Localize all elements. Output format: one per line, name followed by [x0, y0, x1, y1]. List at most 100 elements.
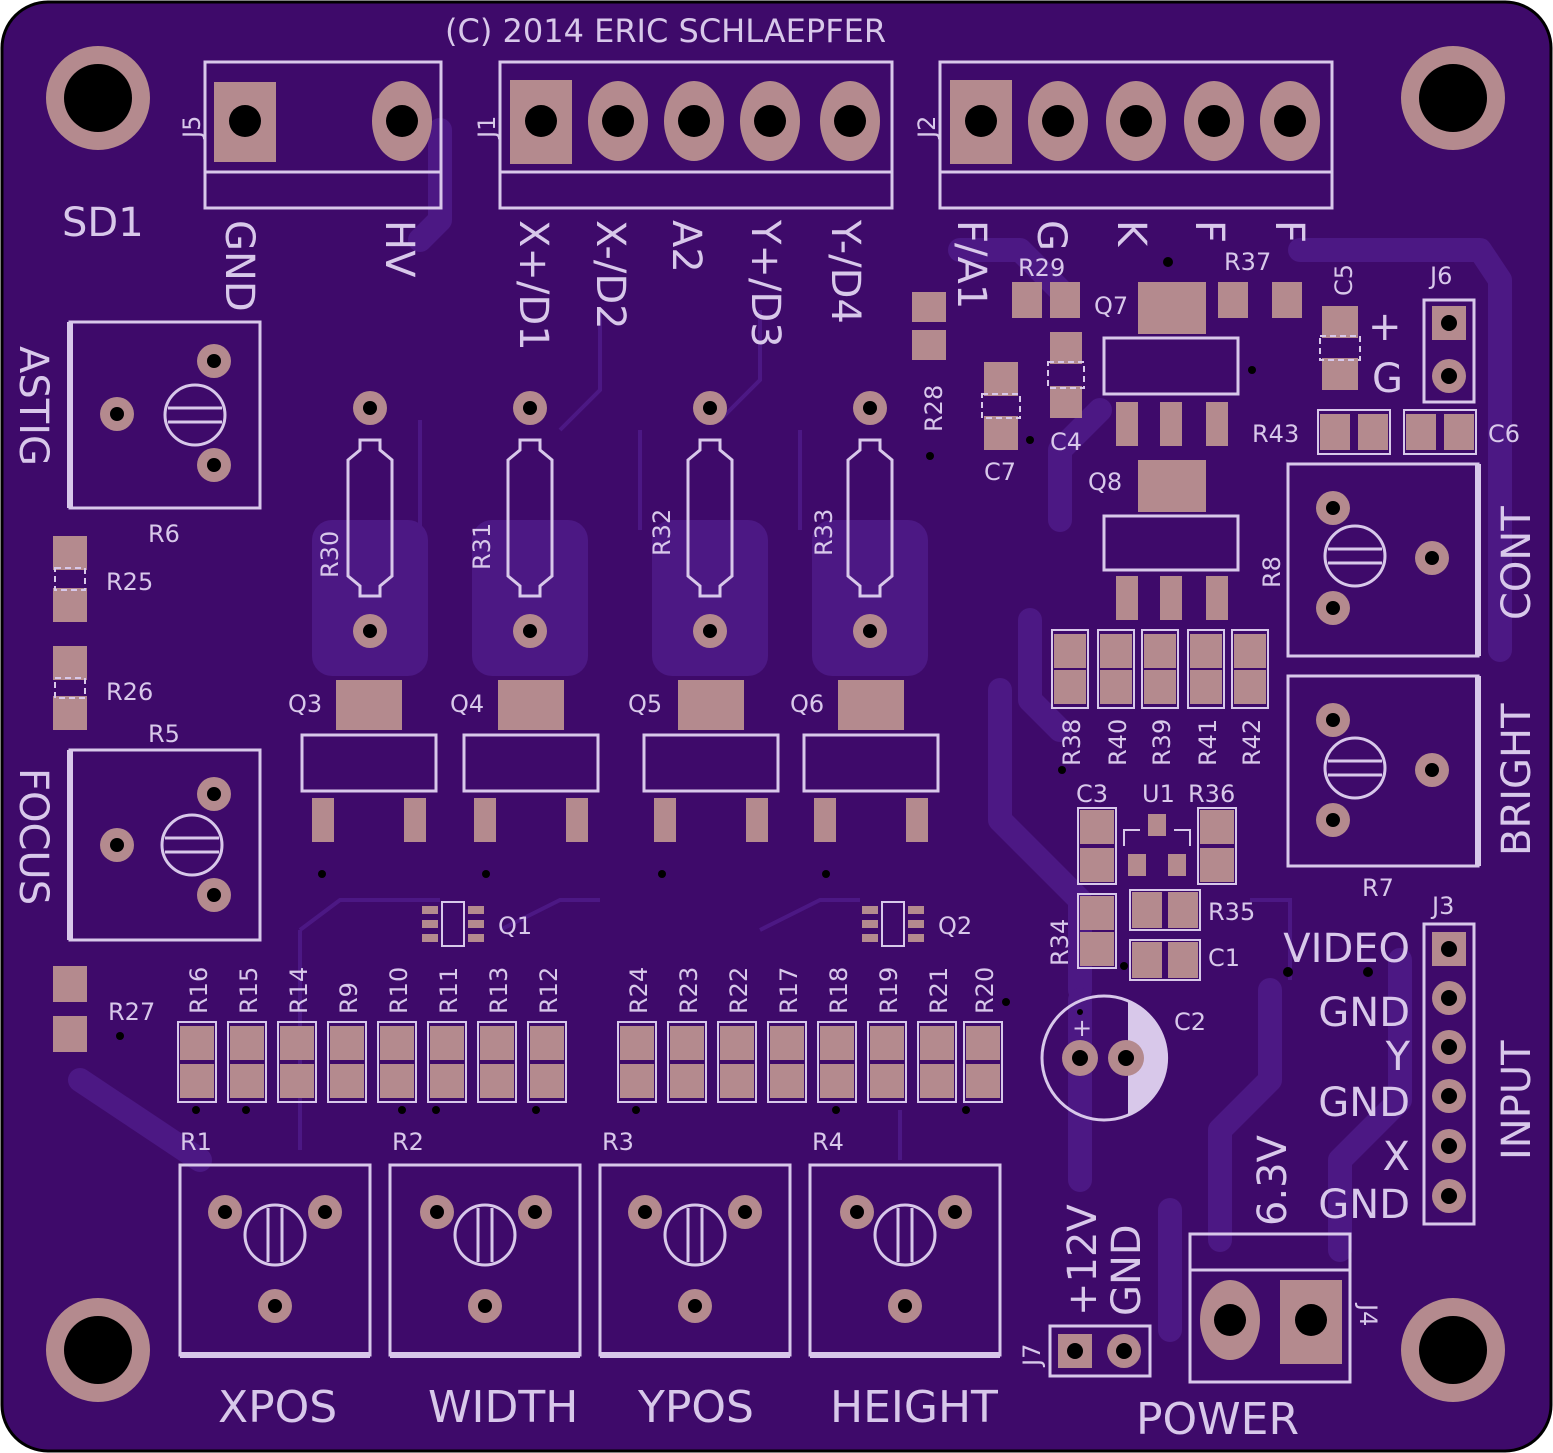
- resistor-r27: [53, 966, 87, 1052]
- j4-pin-6v3: 6.3V: [1250, 1134, 1296, 1226]
- header-j7[interactable]: [1048, 1324, 1152, 1378]
- j3-pin-x: X: [1383, 1134, 1410, 1180]
- j3-pin-gnd-3: GND: [1318, 1182, 1410, 1228]
- ref-r39: R39: [1148, 719, 1176, 766]
- j7-pin-12v: +12V: [1060, 1204, 1106, 1316]
- ref-r29: R29: [1018, 254, 1065, 282]
- ref-c5: C5: [1330, 264, 1358, 296]
- j3-pin-y: Y: [1385, 1034, 1411, 1080]
- vias: [116, 257, 1373, 1114]
- ref-r23: R23: [675, 967, 703, 1014]
- ref-c2: C2: [1174, 1008, 1206, 1036]
- resistor-r10: [377, 1021, 417, 1103]
- resistor-r36: [1197, 807, 1237, 885]
- resistor-r22: [717, 1021, 757, 1103]
- connector-j5[interactable]: [203, 60, 443, 210]
- ref-r5: R5: [148, 720, 180, 748]
- resistor-r38: [1051, 629, 1089, 709]
- ref-c1: C1: [1208, 944, 1240, 972]
- ref-r30: R30: [316, 531, 344, 578]
- mounting-holes: [46, 46, 1505, 1402]
- resistor-r21: [917, 1021, 957, 1103]
- ref-q5: Q5: [628, 690, 662, 718]
- c2-plus-mark: +: [1072, 1014, 1092, 1042]
- potentiometer-r1[interactable]: [178, 1163, 372, 1358]
- potentiometer-r3[interactable]: [598, 1163, 792, 1358]
- potentiometer-r2[interactable]: [388, 1163, 582, 1358]
- capacitor-c1: [1129, 939, 1201, 981]
- resistor-r29: [1012, 282, 1080, 318]
- ref-r32: R32: [648, 509, 676, 556]
- label-bright: BRIGHT: [1494, 703, 1540, 856]
- ref-r31: R31: [468, 523, 496, 570]
- label-focus: FOCUS: [10, 768, 56, 905]
- connector-j1[interactable]: [498, 60, 894, 210]
- resistor-r32: [652, 391, 768, 676]
- ref-j7: J7: [1018, 1344, 1046, 1368]
- resistor-r13: [477, 1021, 517, 1103]
- potentiometer-r8[interactable]: [1286, 462, 1481, 658]
- ref-r36: R36: [1188, 780, 1235, 808]
- resistor-r20: [963, 1021, 1003, 1103]
- ref-r19: R19: [875, 967, 903, 1014]
- ref-r13: R13: [485, 967, 513, 1014]
- potentiometer-r7[interactable]: [1286, 674, 1481, 868]
- transistor-q3: [300, 680, 438, 842]
- ref-c3: C3: [1076, 780, 1108, 808]
- ref-j5: J5: [178, 116, 206, 140]
- ref-r24: R24: [625, 967, 653, 1014]
- pin-label-y-minus-d4: Y-/D4: [822, 219, 868, 324]
- ref-r9: R9: [335, 982, 363, 1014]
- label-xpos: XPOS: [218, 1382, 337, 1433]
- ref-u1: U1: [1142, 780, 1175, 808]
- ref-r18: R18: [825, 967, 853, 1014]
- pin-label-y-plus-d3: Y+/D3: [742, 219, 788, 348]
- ref-c7: C7: [984, 458, 1016, 486]
- capacitor-c6: [1403, 409, 1477, 455]
- label-j6-g: G: [1372, 356, 1403, 402]
- resistor-r43: [1317, 409, 1391, 455]
- capacitor-c5: [1319, 306, 1361, 390]
- resistor-r24: [617, 1021, 657, 1103]
- resistor-r34: [1077, 893, 1117, 969]
- resistor-r42: [1231, 629, 1269, 709]
- header-j6[interactable]: [1422, 298, 1476, 404]
- resistor-r25: [53, 536, 87, 622]
- transistor-q1: [422, 901, 484, 947]
- ref-r12: R12: [535, 967, 563, 1014]
- connector-j4[interactable]: [1188, 1232, 1352, 1384]
- ref-r17: R17: [775, 967, 803, 1014]
- potentiometer-r4[interactable]: [808, 1163, 1002, 1358]
- resistor-r31: [472, 391, 588, 676]
- pin-label-gnd: GND: [216, 220, 262, 312]
- resistor-r16: [177, 1021, 217, 1103]
- label-cont: CONT: [1494, 506, 1540, 620]
- ref-r34: R34: [1046, 919, 1074, 966]
- pin-label-hv: HV: [376, 220, 422, 278]
- ref-j1: J1: [473, 116, 501, 140]
- potentiometer-r5[interactable]: [67, 748, 262, 942]
- label-astig: ASTIG: [10, 346, 56, 466]
- ref-j6: J6: [1428, 262, 1452, 290]
- ref-q1: Q1: [498, 912, 532, 940]
- potentiometer-r6[interactable]: [67, 320, 262, 510]
- connector-j2[interactable]: [938, 60, 1334, 210]
- ref-r14: R14: [285, 967, 313, 1014]
- resistor-r28: [912, 292, 946, 360]
- capacitor-c3: [1077, 807, 1117, 885]
- ref-j2: J2: [913, 116, 941, 140]
- label-power: POWER: [1136, 1394, 1299, 1445]
- header-j3[interactable]: [1422, 922, 1476, 1226]
- resistor-r33: [812, 391, 928, 676]
- ref-r28: R28: [920, 385, 948, 432]
- j3-pin-video: VIDEO: [1283, 926, 1410, 972]
- label-width: WIDTH: [428, 1382, 578, 1433]
- resistor-r19: [867, 1021, 907, 1103]
- j3-pin-gnd-2: GND: [1318, 1080, 1410, 1126]
- ref-q4: Q4: [450, 690, 484, 718]
- resistor-r12: [527, 1021, 567, 1103]
- ref-r22: R22: [725, 967, 753, 1014]
- capacitor-c7: [981, 362, 1021, 450]
